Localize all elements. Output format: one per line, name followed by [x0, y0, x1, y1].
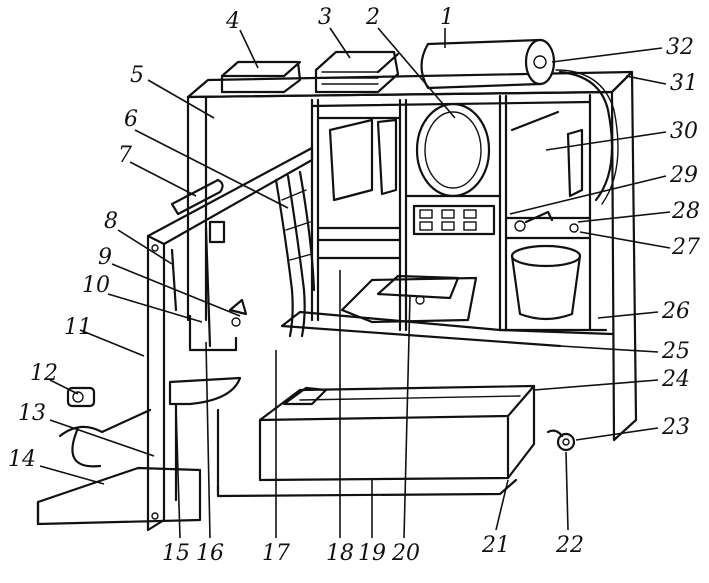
label-8: 8 — [104, 209, 118, 234]
bathtub — [258, 384, 536, 482]
label-20: 20 — [391, 541, 420, 566]
label-32: 32 — [666, 35, 694, 60]
label-31: 31 — [670, 71, 698, 96]
label-5: 5 — [130, 63, 144, 88]
label-30: 30 — [670, 119, 698, 144]
label-27: 27 — [671, 235, 700, 260]
part-labels: 1 2 3 4 5 6 7 8 9 10 11 12 13 14 15 16 1… — [8, 5, 700, 566]
label-1: 1 — [440, 5, 454, 30]
label-9: 9 — [98, 245, 112, 270]
label-19: 19 — [358, 541, 386, 566]
toilet-paper-holder — [66, 386, 96, 408]
label-28: 28 — [671, 199, 700, 224]
label-16: 16 — [196, 541, 224, 566]
label-14: 14 — [8, 447, 36, 472]
label-18: 18 — [326, 541, 354, 566]
label-13: 13 — [18, 401, 46, 426]
towel-right — [510, 110, 584, 198]
shower-curtain — [274, 170, 316, 338]
label-22: 22 — [555, 533, 584, 558]
cabinet-body — [186, 70, 638, 442]
label-11: 11 — [64, 315, 92, 340]
left-door — [146, 146, 314, 532]
faucet-left — [228, 298, 248, 327]
top-box — [220, 60, 302, 94]
washbasin — [340, 274, 478, 324]
exhaust-fan-unit — [314, 50, 400, 94]
label-21: 21 — [481, 533, 510, 558]
toilet — [58, 376, 242, 502]
label-10: 10 — [82, 273, 110, 298]
label-26: 26 — [661, 299, 690, 324]
label-24: 24 — [661, 367, 690, 392]
hot-water-pipe — [558, 70, 614, 202]
leader-lines — [39, 27, 671, 539]
control-panel — [412, 204, 496, 236]
towels-left — [328, 118, 398, 202]
label-25: 25 — [661, 339, 690, 364]
label-6: 6 — [124, 107, 138, 132]
label-23: 23 — [661, 415, 690, 440]
label-12: 12 — [30, 361, 58, 386]
bucket — [510, 244, 582, 321]
faucet-right — [514, 210, 579, 233]
floor-base — [216, 478, 518, 498]
label-15: 15 — [162, 541, 190, 566]
mirror — [415, 102, 491, 198]
label-7: 7 — [118, 143, 132, 168]
label-17: 17 — [262, 541, 290, 566]
label-2: 2 — [365, 5, 380, 30]
label-29: 29 — [669, 163, 698, 188]
label-4: 4 — [225, 9, 240, 34]
drain-valve — [546, 429, 576, 452]
floor-platform — [36, 466, 202, 526]
water-heater-tank — [420, 38, 556, 90]
label-3: 3 — [318, 5, 332, 30]
